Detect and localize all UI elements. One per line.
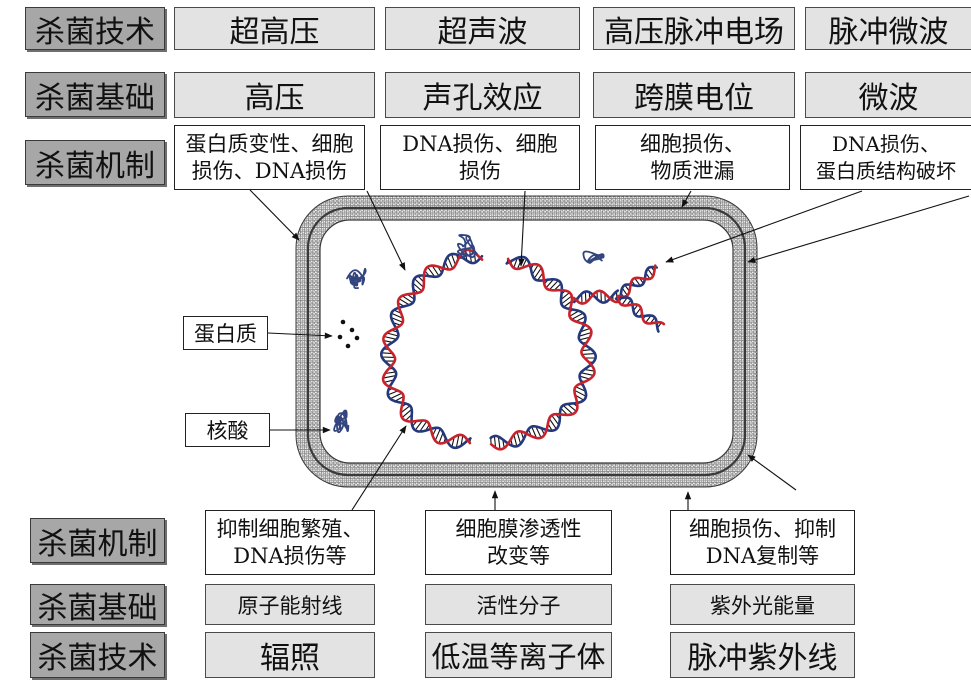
top-basis-label: 杀菌基础 xyxy=(25,72,165,117)
basis-active-molecules: 活性分子 xyxy=(425,584,612,625)
cell xyxy=(295,195,758,488)
mechanism-text-line: 蛋白质变性、细胞 xyxy=(185,131,354,156)
mechanism-text-line: 蛋白质结构破坏 xyxy=(816,158,956,183)
arrow-top-mechanism-2-to-dna xyxy=(518,190,526,267)
arrow-bottom-right-to-membrane xyxy=(747,454,797,491)
dna-strand-blue xyxy=(618,265,658,300)
mechanism-text-line: 改变等 xyxy=(487,543,550,568)
dna-strand-blue xyxy=(489,255,598,448)
protein-particle xyxy=(337,334,343,340)
basis-transmembrane-potential: 跨膜电位 xyxy=(593,72,795,118)
bottom-mechanism-box-1: 抑制细胞繁殖、 DNA损伤等 xyxy=(205,510,375,575)
basis-high-pressure: 高压 xyxy=(174,72,375,118)
basis-cavitation: 声孔效应 xyxy=(385,72,580,118)
top-mechanism-box-4: DNA损伤、 蛋白质结构破坏 xyxy=(800,125,971,190)
top-mechanism-box-1: 蛋白质变性、细胞 损伤、DNA损伤 xyxy=(174,125,365,190)
top-mechanism-box-3: 细胞损伤、 物质泄漏 xyxy=(595,125,790,190)
dna-base-pairs xyxy=(381,250,480,448)
dna-loop-segment-left xyxy=(379,248,484,450)
dna-strand-red xyxy=(489,257,596,451)
mechanism-text-line: DNA损伤、细胞 xyxy=(402,131,558,156)
protein-particle xyxy=(345,343,351,349)
protein-coil xyxy=(346,267,367,290)
dna-strand-red xyxy=(616,264,657,299)
protein-particle xyxy=(354,335,360,341)
technique-cold-plasma: 低温等离子体 xyxy=(425,632,612,678)
mechanism-text-line: DNA损伤、 xyxy=(832,131,940,156)
cell-wall-layer xyxy=(296,196,757,487)
basis-atomic-radiation: 原子能射线 xyxy=(205,584,375,625)
protein-particles xyxy=(337,319,360,349)
dna-strand-blue xyxy=(379,252,484,450)
protein-coil xyxy=(456,234,478,259)
arrow-top-mechanism-3-to-membrane xyxy=(681,190,692,208)
mechanism-text-line: 细胞损伤、抑制 xyxy=(689,516,836,541)
dna-base-pairs xyxy=(617,265,658,300)
mechanism-text-line: 细胞损伤、 xyxy=(640,131,745,156)
cell-wall-outline xyxy=(295,195,758,488)
top-mechanism-label: 杀菌机制 xyxy=(25,140,165,185)
bottom-mechanism-box-3: 细胞损伤、抑制 DNA复制等 xyxy=(670,510,855,575)
nucleic-acid-label: 核酸 xyxy=(185,413,270,447)
dna-base-pairs xyxy=(490,256,596,450)
arrow-top-mechanism-4-to-membrane xyxy=(747,195,970,264)
dna-strand-red xyxy=(616,294,666,326)
mechanism-text-line: 物质泄漏 xyxy=(650,158,735,183)
nucleic-acid-coil xyxy=(333,409,350,434)
mechanism-text-line: 损伤 xyxy=(459,158,501,183)
bottom-mechanism-box-2: 细胞膜渗透性 改变等 xyxy=(425,510,612,575)
dna-loop-segment-right xyxy=(489,255,598,451)
dna-strand-red xyxy=(572,289,620,305)
technique-pulsed-microwave: 脉冲微波 xyxy=(805,7,971,50)
cytoplasm-outline xyxy=(319,219,734,464)
technique-pulsed-uv: 脉冲紫外线 xyxy=(670,632,855,678)
technique-ultrasound: 超声波 xyxy=(385,7,580,50)
technique-pulsed-electric-field: 高压脉冲电场 xyxy=(593,7,795,50)
arrow-protein-label xyxy=(267,332,333,339)
mechanism-text-line: 细胞膜渗透性 xyxy=(455,516,582,541)
arrow-top-mechanism-4-to-protein xyxy=(665,190,863,263)
protein-coil xyxy=(582,250,605,264)
mechanism-text-line: DNA复制等 xyxy=(705,543,820,568)
arrow-top-mechanism-1-to-dna xyxy=(366,190,406,271)
cell-membrane-divider xyxy=(306,206,747,477)
protein-particle xyxy=(349,327,355,333)
annotation-arrows xyxy=(249,189,970,511)
top-mechanism-box-2: DNA损伤、细胞 损伤 xyxy=(380,125,580,190)
arrow-bottom-mechanism-1-to-dna xyxy=(351,425,407,511)
dna-fork-arm-lower xyxy=(614,294,666,333)
dna-fork-stem xyxy=(572,289,620,305)
dna-strand-red xyxy=(381,248,484,445)
dna-fork-arm-upper xyxy=(616,264,658,300)
top-technique-label: 杀菌技术 xyxy=(25,7,165,50)
arrow-top-mechanism-1-to-cell-wall xyxy=(249,189,300,241)
bottom-mechanism-label: 杀菌机制 xyxy=(30,518,165,563)
technique-ultra-high-pressure: 超高压 xyxy=(174,7,375,50)
basis-microwave: 微波 xyxy=(805,72,971,118)
technique-irradiation: 辐照 xyxy=(205,632,375,678)
mechanism-text-line: 抑制细胞繁殖、 xyxy=(216,516,364,541)
bottom-basis-label: 杀菌基础 xyxy=(30,584,165,625)
dna-strand-blue xyxy=(614,296,660,333)
dna xyxy=(379,248,666,451)
bottom-technique-label: 杀菌技术 xyxy=(30,632,165,678)
protein-particle xyxy=(340,319,346,325)
basis-uv-energy: 紫外光能量 xyxy=(670,584,855,625)
mechanism-text-line: DNA损伤等 xyxy=(233,543,347,568)
protein-label: 蛋白质 xyxy=(183,316,268,350)
mechanism-text-line: 损伤、DNA损伤 xyxy=(191,158,348,183)
